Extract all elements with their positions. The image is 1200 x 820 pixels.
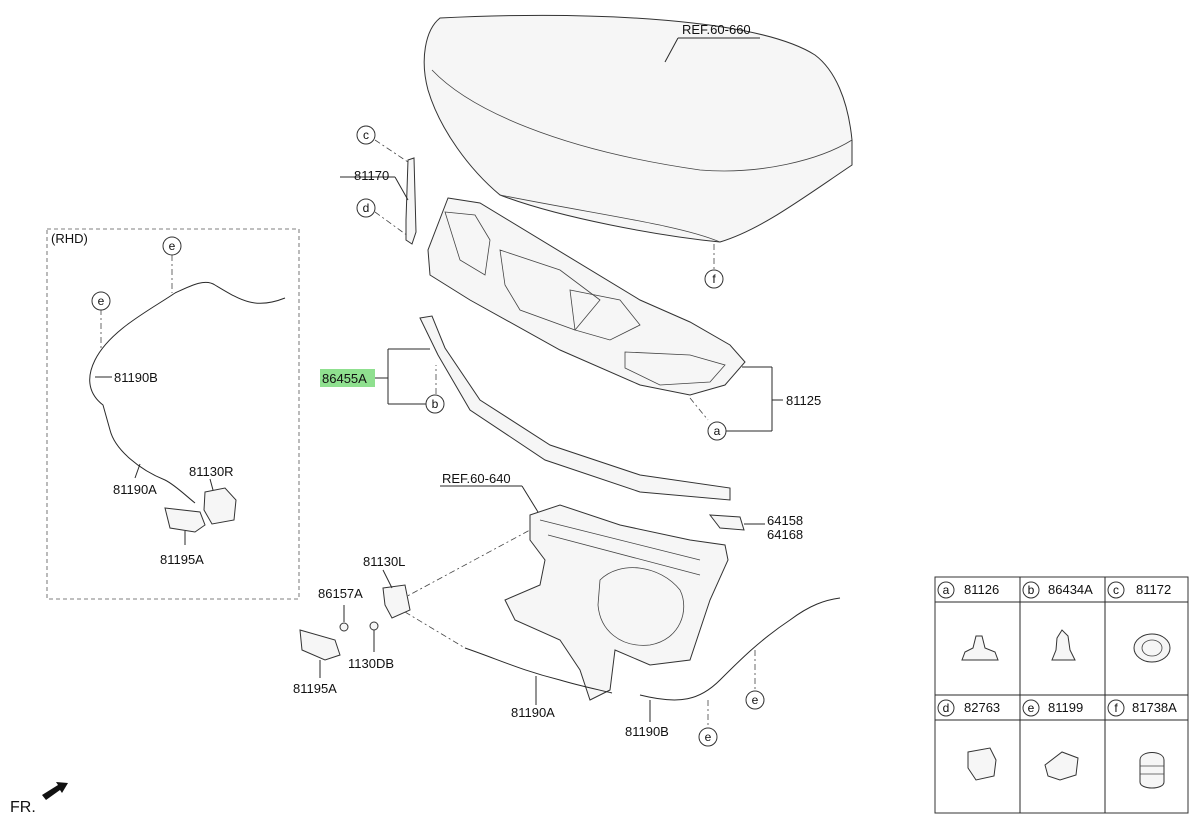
callout-86455a: 86455A b [320, 348, 445, 414]
front-arrow-icon [42, 782, 68, 800]
legend-cell-b: b 86434A [1022, 581, 1093, 661]
svg-text:REF.60-640: REF.60-640 [442, 471, 511, 486]
svg-text:81195A: 81195A [160, 552, 204, 567]
legend-cell-e: e 81199 [1022, 699, 1083, 781]
svg-text:d: d [943, 701, 950, 715]
svg-text:a: a [943, 583, 950, 597]
svg-text:a: a [714, 424, 721, 438]
clip-81199-icon [1044, 751, 1079, 781]
svg-text:82763: 82763 [964, 700, 1000, 715]
svg-text:81125: 81125 [786, 393, 821, 408]
svg-text:81172: 81172 [1136, 582, 1171, 597]
svg-text:(RHD): (RHD) [51, 231, 88, 246]
hood-panel [423, 14, 853, 243]
legend-cell-f: f 81738A [1107, 699, 1177, 789]
svg-text:e: e [752, 693, 759, 707]
svg-text:86157A: 86157A [318, 586, 363, 601]
hood-ref-callout: REF.60-660 [664, 22, 760, 63]
svg-text:81130L: 81130L [363, 554, 405, 569]
panel-ref-callout: REF.60-640 [440, 471, 539, 513]
hood-lift-rod: 81170 c d [340, 125, 417, 245]
svg-text:81738A: 81738A [1132, 700, 1177, 715]
svg-text:f: f [1114, 701, 1118, 715]
svg-text:b: b [1028, 583, 1035, 597]
clip-86434a-icon [1051, 629, 1076, 661]
svg-text:c: c [1113, 583, 1119, 597]
legend-cell-d: d 82763 [937, 699, 1000, 781]
clip-81126-icon [961, 635, 999, 661]
svg-text:81170: 81170 [354, 168, 389, 183]
grommet-81172-icon [1133, 633, 1171, 663]
svg-text:d: d [363, 201, 370, 215]
svg-text:1130DB: 1130DB [348, 656, 394, 671]
legend-cell-a: a 81126 [937, 581, 999, 661]
svg-text:e: e [169, 239, 176, 253]
callout-81125: 81125 a [689, 366, 821, 441]
bracket-64158: 64158 64168 [708, 513, 803, 542]
hood-weatherstrip [419, 315, 731, 501]
rhd-group: (RHD) e e 81190B 81190A 81130R 81195A [46, 228, 300, 600]
svg-text:f: f [712, 272, 716, 286]
svg-text:81195A: 81195A [293, 681, 337, 696]
svg-text:81190B: 81190B [114, 370, 158, 385]
svg-text:FR.: FR. [10, 799, 36, 816]
svg-text:b: b [432, 397, 439, 411]
svg-text:81190A: 81190A [113, 482, 157, 497]
svg-text:64168: 64168 [767, 527, 803, 542]
legend-cell-c: c 81172 [1107, 581, 1171, 663]
highlight-86455a[interactable] [320, 369, 375, 387]
svg-text:81190B: 81190B [625, 724, 669, 739]
svg-text:e: e [1028, 701, 1035, 715]
svg-text:81130R: 81130R [189, 464, 234, 479]
hood-latch: 81130L 86157A 1130DB 81195A [293, 529, 531, 696]
hood-ref-label: REF.60-660 [682, 22, 751, 37]
bumper-81738a-icon [1139, 752, 1165, 789]
hood-release-cables: 81190A 81190B e e [404, 597, 841, 747]
callout-f: f [704, 244, 724, 289]
fastener-legend-table: a 81126 b 86434A c 81172 d 82763 e 81199 [934, 576, 1189, 814]
svg-text:c: c [363, 128, 369, 142]
svg-text:81190A: 81190A [511, 705, 555, 720]
svg-text:81126: 81126 [964, 582, 999, 597]
clip-82763-icon [967, 747, 997, 781]
front-direction-indicator: FR. [10, 782, 68, 816]
part-86455a-label[interactable]: 86455A [322, 371, 367, 386]
svg-text:81199: 81199 [1048, 700, 1083, 715]
hood-insulator-pad [427, 197, 746, 396]
front-panel [504, 504, 729, 701]
svg-text:64158: 64158 [767, 513, 803, 528]
svg-text:e: e [98, 294, 105, 308]
svg-text:86434A: 86434A [1048, 582, 1093, 597]
svg-text:e: e [705, 730, 712, 744]
